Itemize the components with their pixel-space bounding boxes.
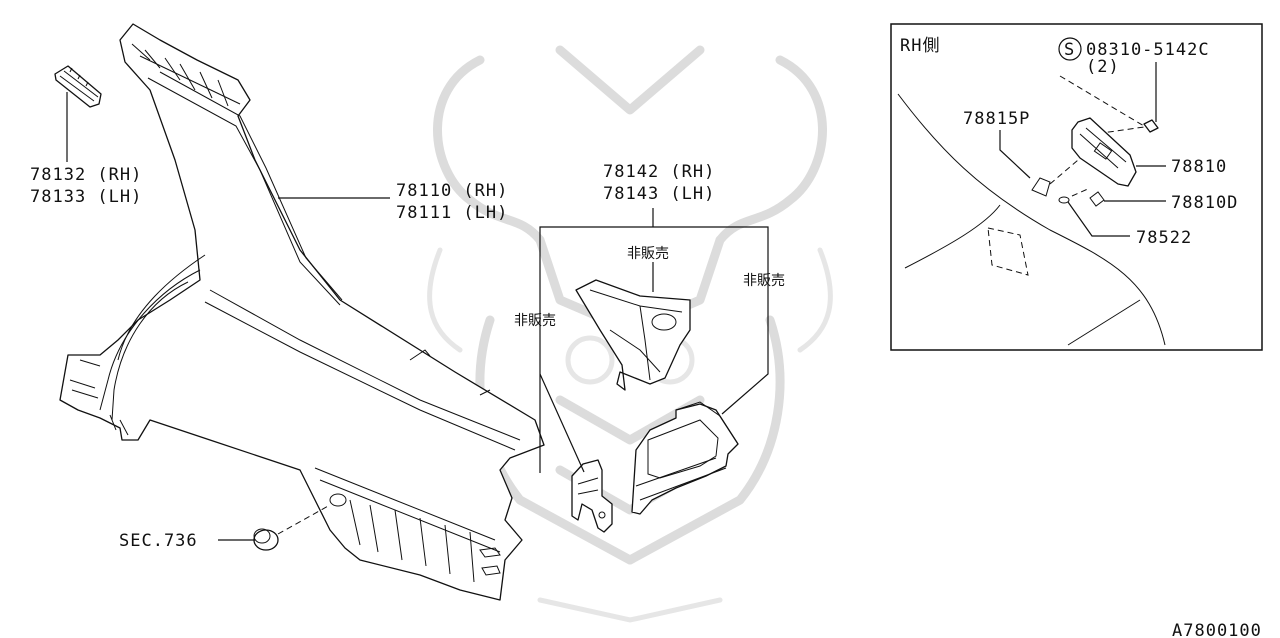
label-78815p: 78815P [963, 109, 1030, 129]
part-small-bracket [571, 459, 613, 533]
label-78522: 78522 [1136, 228, 1192, 248]
screw-symbol-icon [1058, 37, 1082, 61]
label-78810: 78810 [1171, 157, 1227, 177]
label-78111: 78111 (LH) [396, 203, 508, 223]
label-not-for-sale-left: 非販売 [514, 313, 556, 329]
label-78142: 78142 (RH) [603, 162, 715, 182]
label-78133: 78133 (LH) [30, 187, 142, 207]
part-78132-bracket [54, 65, 102, 108]
part-78815p-socket [1031, 177, 1051, 197]
part-78142-reinforcement [575, 279, 691, 391]
part-wheelhouse-inner [631, 401, 739, 515]
label-sec736: SEC.736 [119, 531, 198, 551]
label-78132: 78132 (RH) [30, 165, 142, 185]
part-78110-quarter-panel [59, 23, 545, 601]
label-78110: 78110 (RH) [396, 181, 508, 201]
screw-symbol: S [1064, 40, 1075, 60]
callout-bracket-78142 [539, 208, 769, 473]
watermark-logo [427, 45, 833, 623]
label-78143: 78143 (LH) [603, 184, 715, 204]
label-not-for-sale-right: 非販売 [743, 273, 785, 289]
screw-icon [1143, 119, 1159, 133]
part-78522-pad [1058, 196, 1070, 204]
inset-title: RH側 [900, 36, 940, 56]
part-78810-lamp [1071, 117, 1137, 187]
label-78810d: 78810D [1171, 193, 1238, 213]
part-sec736-plug [253, 528, 279, 551]
inset-rh-side: RH側 S 08310-5142C (2) 78815P 78810 78810… [890, 23, 1263, 351]
label-not-for-sale-top: 非販売 [627, 246, 669, 262]
label-08310-5142c: 08310-5142C [1086, 40, 1210, 60]
label-screw-qty: (2) [1086, 57, 1120, 77]
diagram-id: A7800100 [1172, 621, 1262, 638]
part-78810d-bulb [1089, 191, 1105, 207]
